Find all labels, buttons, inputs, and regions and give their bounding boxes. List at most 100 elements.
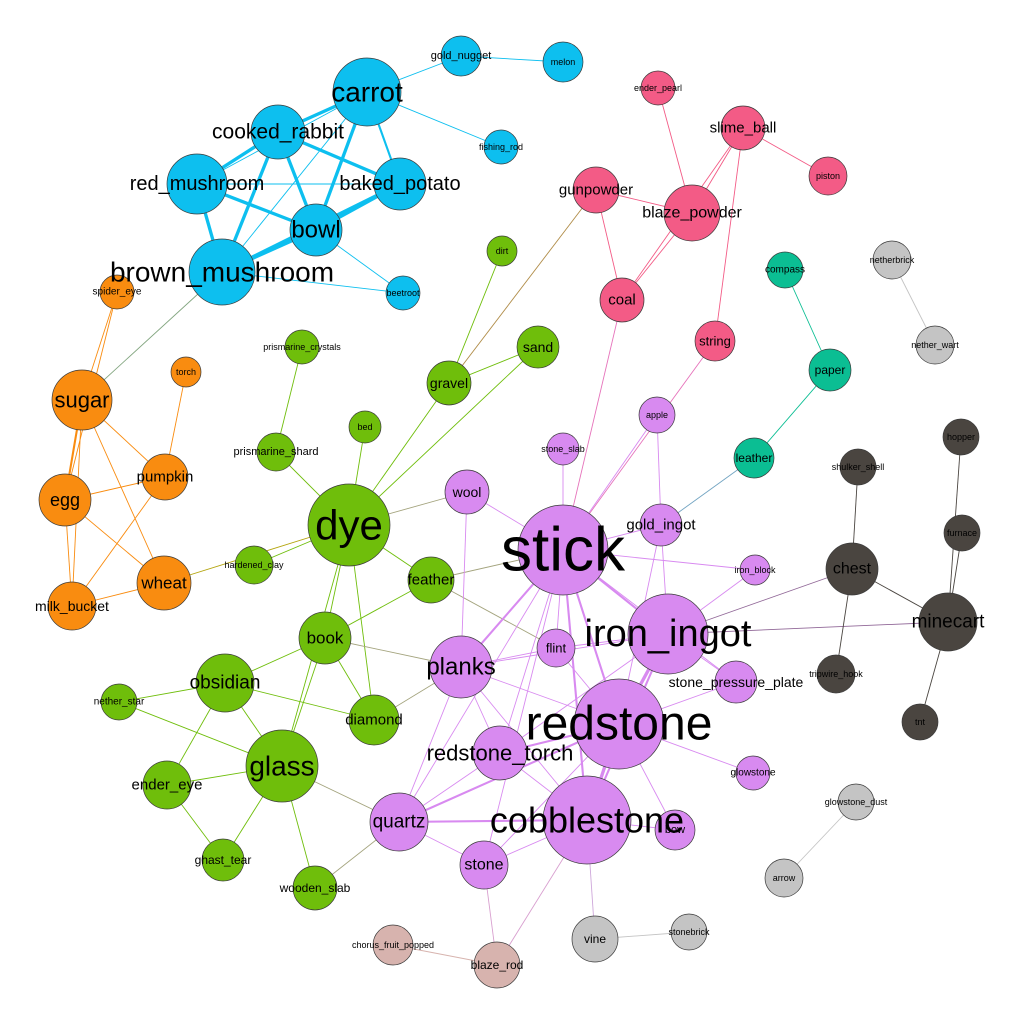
node-circle-stone[interactable] — [459, 840, 509, 890]
node-circle-vine[interactable] — [571, 915, 619, 963]
node-circle-sand[interactable] — [516, 325, 560, 369]
node-ghast_tear[interactable] — [201, 838, 245, 882]
node-circle-brown_mushroom[interactable] — [188, 238, 256, 306]
node-gold_nugget[interactable] — [440, 35, 482, 77]
node-egg[interactable] — [38, 473, 92, 527]
node-circle-redstone_torch[interactable] — [472, 725, 528, 781]
node-circle-blaze_powder[interactable] — [663, 184, 721, 242]
node-melon[interactable] — [542, 41, 584, 83]
node-circle-bow[interactable] — [654, 809, 696, 851]
node-circle-egg[interactable] — [38, 473, 92, 527]
node-circle-stone_slab[interactable] — [546, 432, 580, 466]
node-circle-prismarine_shard[interactable] — [256, 432, 296, 472]
node-bow[interactable] — [654, 809, 696, 851]
node-chest[interactable] — [825, 542, 879, 596]
node-diamond[interactable] — [348, 694, 400, 746]
node-circle-pumpkin[interactable] — [141, 453, 189, 501]
node-circle-cobblestone[interactable] — [542, 775, 632, 865]
node-circle-cooked_rabbit[interactable] — [250, 104, 306, 160]
node-obsidian[interactable] — [195, 653, 255, 713]
node-circle-piston[interactable] — [808, 156, 848, 196]
node-iron_block[interactable] — [739, 554, 771, 586]
node-sugar[interactable] — [51, 369, 113, 431]
node-stone_slab[interactable] — [546, 432, 580, 466]
node-circle-nether_star[interactable] — [100, 683, 138, 721]
node-stone[interactable] — [459, 840, 509, 890]
node-tnt[interactable] — [901, 703, 939, 741]
node-circle-hardened_clay[interactable] — [234, 545, 274, 585]
node-circle-tripwire_hook[interactable] — [816, 654, 856, 694]
node-circle-blaze_rod[interactable] — [473, 941, 521, 989]
node-circle-dye[interactable] — [307, 483, 391, 567]
node-coal[interactable] — [599, 277, 645, 323]
node-glowstone_dust[interactable] — [837, 783, 875, 821]
node-circle-coal[interactable] — [599, 277, 645, 323]
node-cooked_rabbit[interactable] — [250, 104, 306, 160]
node-circle-gold_nugget[interactable] — [440, 35, 482, 77]
node-baked_potato[interactable] — [373, 157, 427, 211]
node-circle-chest[interactable] — [825, 542, 879, 596]
node-ender_eye[interactable] — [142, 760, 192, 810]
node-glass[interactable] — [245, 729, 319, 803]
node-circle-redstone[interactable] — [573, 678, 665, 770]
node-circle-gold_ingot[interactable] — [639, 503, 683, 547]
node-circle-wool[interactable] — [444, 469, 490, 515]
node-slime_ball[interactable] — [720, 105, 766, 151]
node-cobblestone[interactable] — [542, 775, 632, 865]
node-dye[interactable] — [307, 483, 391, 567]
node-circle-feather[interactable] — [407, 556, 455, 604]
node-circle-obsidian[interactable] — [195, 653, 255, 713]
node-circle-sugar[interactable] — [51, 369, 113, 431]
node-blaze_powder[interactable] — [663, 184, 721, 242]
node-circle-milk_bucket[interactable] — [47, 581, 97, 631]
node-carrot[interactable] — [332, 57, 402, 127]
node-circle-glowstone[interactable] — [735, 755, 771, 791]
node-circle-prismarine_crystals[interactable] — [284, 329, 320, 365]
node-iron_ingot[interactable] — [627, 593, 709, 675]
node-circle-gunpowder[interactable] — [572, 166, 620, 214]
node-circle-paper[interactable] — [808, 348, 852, 392]
node-circle-quartz[interactable] — [369, 792, 429, 852]
node-spider_eye[interactable] — [99, 274, 135, 310]
node-compass[interactable] — [766, 251, 804, 289]
node-circle-chorus_fruit_popped[interactable] — [372, 924, 414, 966]
node-circle-iron_ingot[interactable] — [627, 593, 709, 675]
node-circle-iron_block[interactable] — [739, 554, 771, 586]
node-tripwire_hook[interactable] — [816, 654, 856, 694]
node-hardened_clay[interactable] — [234, 545, 274, 585]
node-circle-apple[interactable] — [638, 396, 676, 434]
node-red_mushroom[interactable] — [166, 153, 228, 215]
node-circle-nether_wart[interactable] — [915, 325, 955, 365]
node-circle-wooden_slab[interactable] — [292, 865, 338, 911]
node-apple[interactable] — [638, 396, 676, 434]
node-circle-melon[interactable] — [542, 41, 584, 83]
node-circle-compass[interactable] — [766, 251, 804, 289]
node-paper[interactable] — [808, 348, 852, 392]
node-stonebrick[interactable] — [670, 913, 708, 951]
node-wool[interactable] — [444, 469, 490, 515]
node-circle-diamond[interactable] — [348, 694, 400, 746]
node-minecart[interactable] — [918, 592, 978, 652]
node-leather[interactable] — [733, 437, 775, 479]
node-circle-ender_eye[interactable] — [142, 760, 192, 810]
node-wooden_slab[interactable] — [292, 865, 338, 911]
node-circle-beetroot[interactable] — [385, 275, 421, 311]
node-feather[interactable] — [407, 556, 455, 604]
node-netherbrick[interactable] — [872, 240, 912, 280]
node-circle-slime_ball[interactable] — [720, 105, 766, 151]
node-circle-bed[interactable] — [348, 410, 382, 444]
node-circle-fishing_rod[interactable] — [483, 129, 519, 165]
node-bowl[interactable] — [289, 203, 343, 257]
node-circle-minecart[interactable] — [918, 592, 978, 652]
node-bed[interactable] — [348, 410, 382, 444]
node-circle-tnt[interactable] — [901, 703, 939, 741]
node-glowstone[interactable] — [735, 755, 771, 791]
node-chorus_fruit_popped[interactable] — [372, 924, 414, 966]
node-torch[interactable] — [170, 356, 202, 388]
node-prismarine_crystals[interactable] — [284, 329, 320, 365]
node-circle-baked_potato[interactable] — [373, 157, 427, 211]
node-string[interactable] — [694, 320, 736, 362]
node-shulker_shell[interactable] — [839, 448, 877, 486]
node-circle-shulker_shell[interactable] — [839, 448, 877, 486]
node-quartz[interactable] — [369, 792, 429, 852]
